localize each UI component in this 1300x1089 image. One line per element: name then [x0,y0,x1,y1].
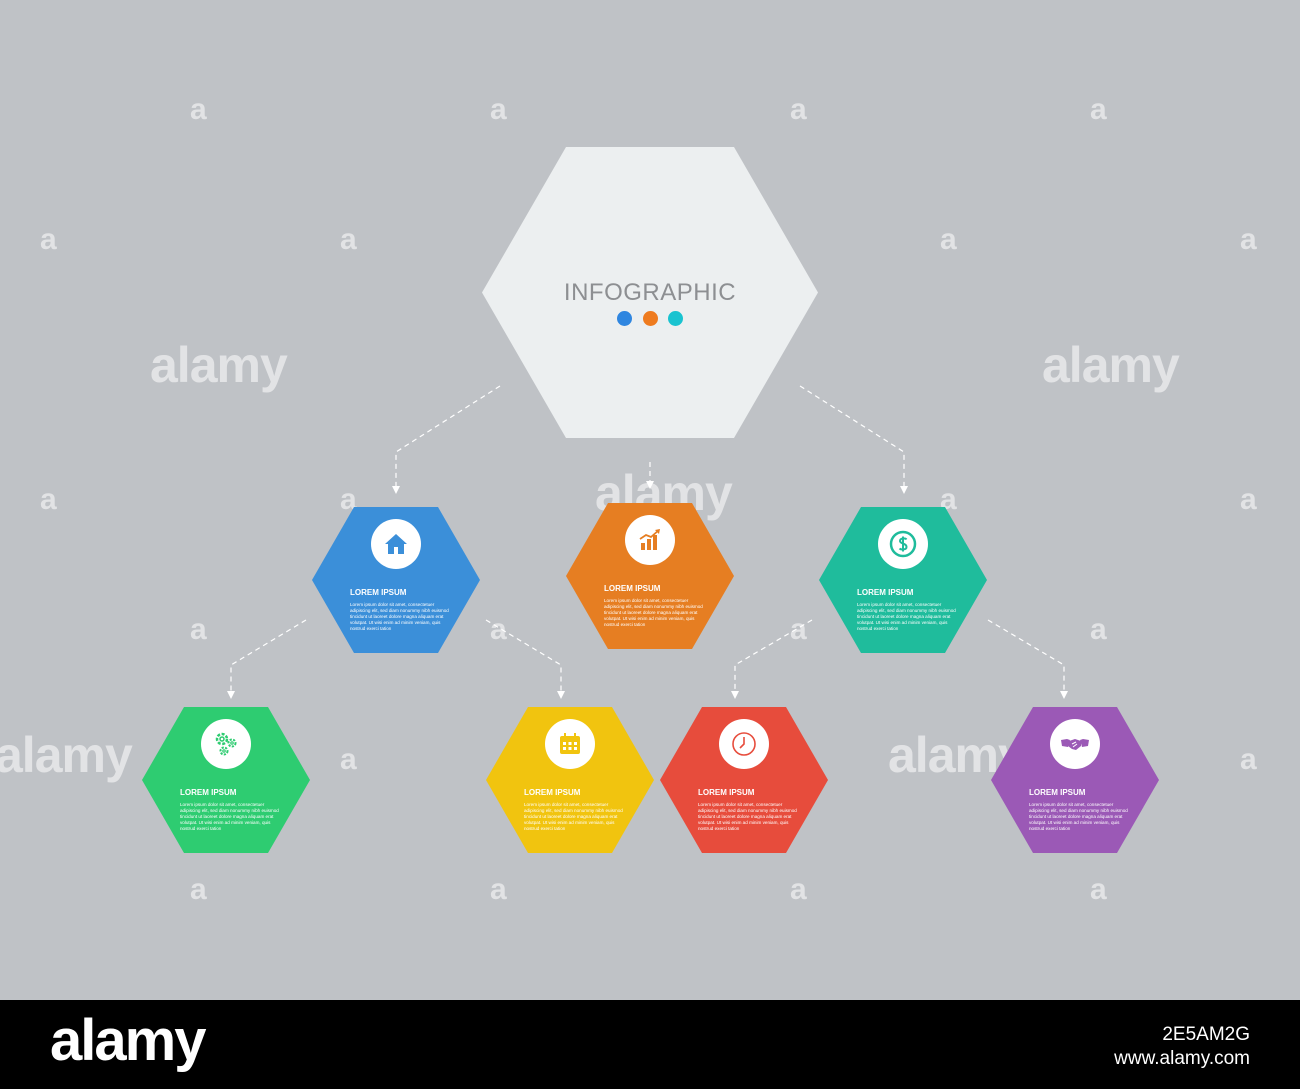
color-dot [617,311,633,326]
color-dot [642,311,658,326]
card-body: Lorem ipsum dolor sit amet, consectetuer… [524,802,623,831]
watermark-mark: a [340,483,357,516]
watermark-logo: alamy [150,337,288,393]
card-body: Lorem ipsum dolor sit amet, consectetuer… [180,802,279,831]
card-title: LOREM IPSUM [604,584,661,593]
connector-line [227,619,307,699]
card-title: LOREM IPSUM [180,788,237,797]
watermark-mark: a [1090,873,1107,906]
watermark-mark: a [190,93,207,126]
watermark-mark: a [1090,613,1107,646]
watermark-mark: a [790,873,807,906]
connector-line [987,619,1068,699]
connector-line [731,619,813,699]
watermark-mark: a [1240,223,1257,256]
icon-badge [625,515,675,565]
footer-logo: alamy [50,1008,206,1073]
card-title: LOREM IPSUM [857,588,914,597]
card-title: LOREM IPSUM [698,788,755,797]
icon-badge [201,719,251,769]
footer-image-info: 2E5AM2G www.alamy.com [1114,1023,1250,1071]
connector-line [392,385,501,494]
growth-chart-icon [639,529,660,550]
connector-line [485,619,565,699]
connector-lines [227,385,1068,699]
card-title: LOREM IPSUM [350,588,407,597]
center-hexagon: INFOGRAPHIC [482,147,818,438]
icon-badge [878,519,928,569]
infographic-canvas: a a a a a a a a a a a a a a a a a a a a … [0,93,1257,906]
icon-badge [719,719,769,769]
watermark-logo: alamy [1042,337,1180,393]
watermark-mark: a [40,483,57,516]
watermark-mark: a [490,613,507,646]
gears-icon [215,732,237,756]
watermark-mark: a [490,93,507,126]
watermark-mark: a [340,223,357,256]
card-body: Lorem ipsum dolor sit amet, consectetuer… [350,602,449,631]
house-icon [385,534,407,554]
icon-badge [371,519,421,569]
watermark-logo: alamy [0,727,133,783]
site-url: www.alamy.com [1114,1047,1250,1069]
card-body: Lorem ipsum dolor sit amet, consectetuer… [604,598,703,627]
card-title: LOREM IPSUM [524,788,581,797]
footer-bar [0,1000,1300,1089]
card-body: Lorem ipsum dolor sit amet, consectetuer… [857,602,956,631]
handshake-icon [1061,739,1089,750]
watermark-mark: a [790,613,807,646]
card-body: Lorem ipsum dolor sit amet, consectetuer… [1029,802,1128,831]
dollar-coin-icon [889,530,917,558]
icon-badge [1050,719,1100,769]
card-title: LOREM IPSUM [1029,788,1086,797]
watermark-mark: a [1240,743,1257,776]
watermark-mark: a [790,93,807,126]
icon-badge [545,719,595,769]
watermark-mark: a [40,223,57,256]
watermark-mark: a [940,223,957,256]
watermark-mark: a [190,873,207,906]
image-id: 2E5AM2G [1162,1024,1250,1045]
clock-icon [732,732,756,756]
infographic-title: INFOGRAPHIC [563,279,737,306]
color-dot [667,311,683,326]
watermark-mark: a [190,613,207,646]
watermark-mark: a [490,873,507,906]
watermark-mark: a [1240,483,1257,516]
watermark-mark: a [1090,93,1107,126]
calendar-icon [560,733,580,754]
watermark-mark: a [340,743,357,776]
connector-line [799,385,908,494]
card-body: Lorem ipsum dolor sit amet, consectetuer… [698,802,797,831]
color-dots [482,311,818,331]
